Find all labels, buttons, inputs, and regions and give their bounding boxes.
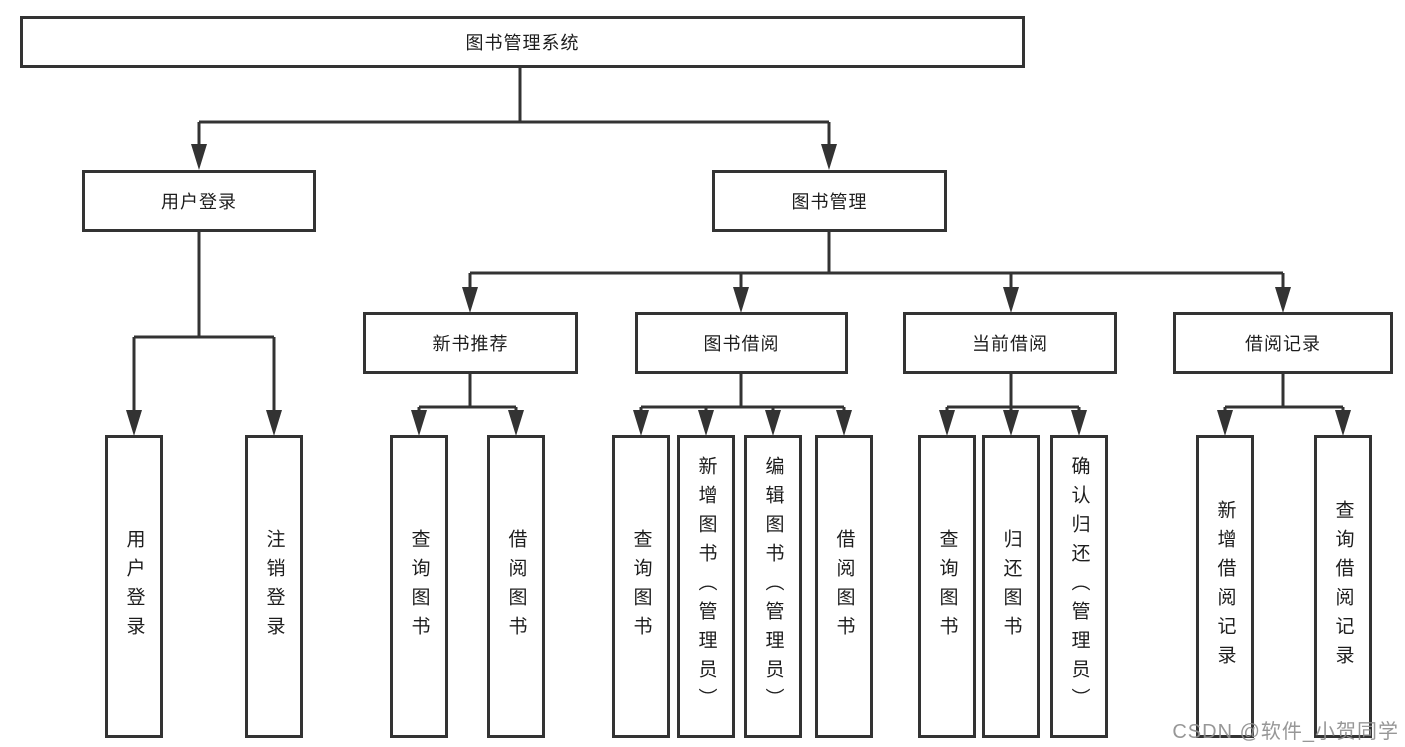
node-user-login: 用户登录	[82, 170, 316, 232]
arrowheads	[126, 144, 1351, 436]
node-label: 查询图书	[408, 528, 430, 645]
node-current-borrow: 当前借阅	[903, 312, 1117, 374]
node-label: 图书管理	[791, 192, 868, 212]
leaf-borrow-books: 借阅图书	[815, 435, 873, 738]
leaf-add-borrow-record: 新增借阅记录	[1196, 435, 1254, 738]
node-label: 注销登录	[263, 528, 285, 645]
node-label: 用户登录	[161, 192, 237, 212]
node-label: 借阅图书	[833, 528, 855, 645]
leaf-query-books-borrow: 查询图书	[612, 435, 670, 738]
leaf-edit-book-admin: 编辑图书（管理员）	[744, 435, 802, 738]
node-label: 图书借阅	[703, 334, 780, 354]
node-label: 新增图书（管理员）	[695, 456, 717, 717]
node-label: 当前借阅	[972, 334, 1048, 354]
node-label: 查询借阅记录	[1332, 499, 1354, 674]
leaf-confirm-return-admin: 确认归还（管理员）	[1050, 435, 1108, 738]
leaf-query-borrow-record: 查询借阅记录	[1314, 435, 1372, 738]
node-label: 查询图书	[630, 528, 652, 645]
node-label: 借阅图书	[505, 528, 527, 645]
node-label: 借阅记录	[1245, 334, 1321, 354]
csdn-watermark: CSDN @软件_小贺同学	[1172, 721, 1399, 743]
leaf-query-books-current: 查询图书	[918, 435, 976, 738]
node-borrow-records: 借阅记录	[1173, 312, 1393, 374]
leaf-borrow-books-recommend: 借阅图书	[487, 435, 545, 738]
leaf-logout: 注销登录	[245, 435, 303, 738]
node-library-management-system: 图书管理系统	[20, 16, 1025, 68]
leaf-add-book-admin: 新增图书（管理员）	[677, 435, 735, 738]
node-label: 新增借阅记录	[1214, 499, 1236, 674]
node-label: 新书推荐	[432, 334, 509, 354]
leaf-return-book: 归还图书	[982, 435, 1040, 738]
node-label: 用户登录	[123, 528, 145, 645]
node-label: 图书管理系统	[465, 33, 580, 53]
leaf-query-books-recommend: 查询图书	[390, 435, 448, 738]
node-label: 确认归还（管理员）	[1068, 456, 1090, 717]
leaf-user-login: 用户登录	[105, 435, 163, 738]
node-book-management: 图书管理	[712, 170, 947, 232]
node-label: 编辑图书（管理员）	[762, 456, 784, 717]
node-label: 查询图书	[936, 528, 958, 645]
node-label: 归还图书	[1000, 528, 1022, 645]
node-book-borrow: 图书借阅	[635, 312, 848, 374]
node-new-book-recommend: 新书推荐	[363, 312, 578, 374]
